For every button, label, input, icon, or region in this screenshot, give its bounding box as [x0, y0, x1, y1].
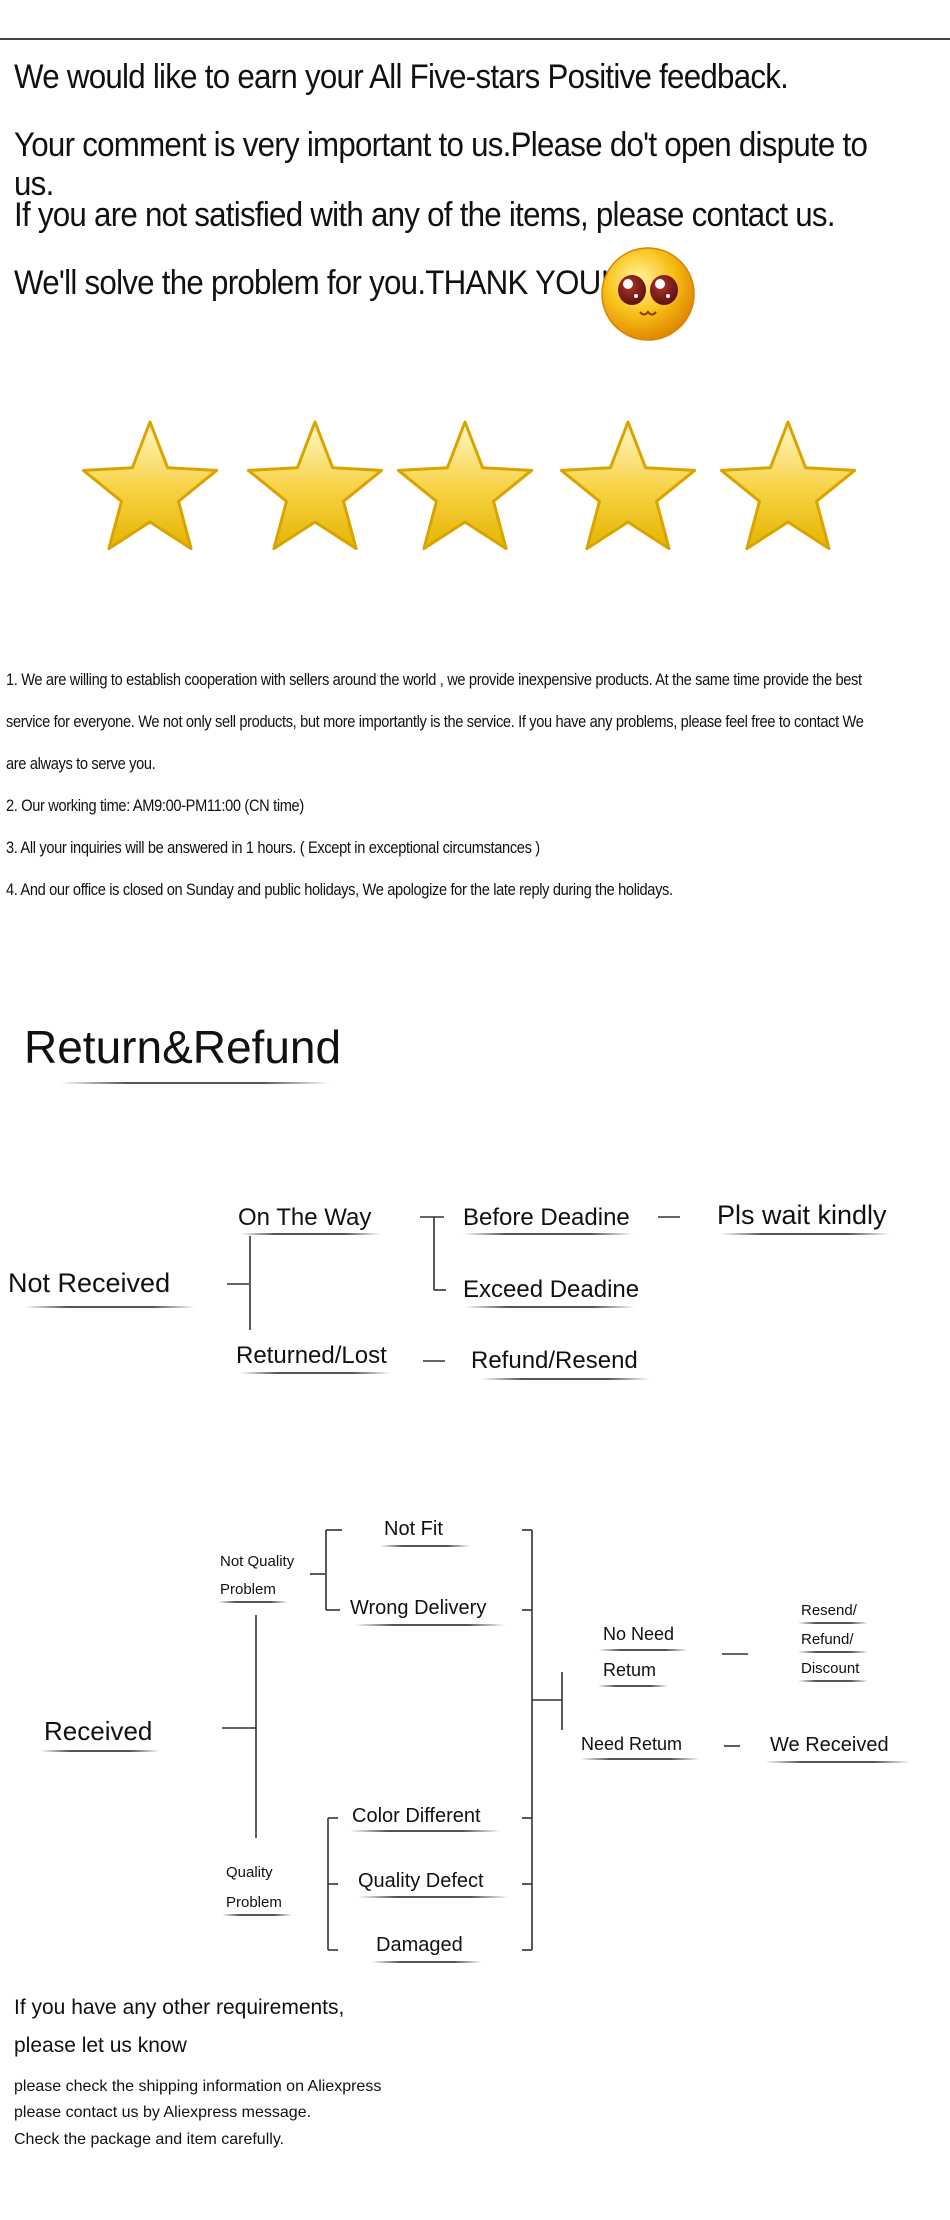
intro-line-1: We would like to earn your All Five-star…: [14, 58, 789, 96]
node-quality-problem-1: Quality: [226, 1864, 273, 1881]
intro-line-4: We'll solve the problem for you.THANK YO…: [14, 264, 609, 302]
node-need-return: Need Retum: [581, 1734, 683, 1754]
underline: [350, 1830, 500, 1832]
node-refund-resend: Refund/Resend: [471, 1347, 638, 1374]
node-returned-lost: Returned/Lost: [236, 1342, 387, 1369]
intro-line-3: If you are not satisfied with any of the…: [14, 196, 836, 234]
underline: [240, 1233, 380, 1235]
star-icon: [396, 420, 534, 551]
node-refund: Refund/: [801, 1631, 854, 1648]
underline: [465, 1306, 635, 1308]
underline: [25, 1306, 195, 1308]
underline: [355, 1624, 505, 1626]
underline: [798, 1651, 868, 1653]
underline: [358, 1896, 508, 1898]
info-line-3: are always to serve you.: [6, 754, 156, 773]
node-we-received: We Received: [770, 1734, 889, 1756]
star-icon: [246, 420, 384, 551]
top-divider: [0, 38, 950, 40]
node-not-quality-problem-2: Problem: [220, 1581, 276, 1598]
node-not-received: Not Received: [8, 1268, 171, 1298]
node-exceed-deadline: Exceed Deadine: [463, 1276, 640, 1303]
node-no-need-return-2: Retum: [603, 1660, 657, 1680]
node-resend: Resend/: [801, 1602, 857, 1619]
star-icon: [559, 420, 697, 551]
node-pls-wait-kindly: Pls wait kindly: [717, 1200, 887, 1230]
node-no-need-return-1: No Need: [603, 1624, 675, 1644]
underline: [240, 1372, 390, 1374]
node-not-fit: Not Fit: [384, 1518, 443, 1540]
five-star-rating: [81, 420, 857, 551]
underline: [380, 1545, 470, 1547]
underline: [798, 1622, 868, 1624]
info-line-5: 3. All your inquiries will be answered i…: [6, 838, 540, 857]
underline: [222, 1914, 292, 1916]
node-wrong-delivery: Wrong Delivery: [350, 1597, 487, 1619]
node-damaged: Damaged: [376, 1934, 463, 1956]
underline: [372, 1961, 482, 1963]
underline: [765, 1761, 910, 1763]
underline: [463, 1233, 633, 1235]
return-refund-title: Return&Refund: [24, 1021, 342, 1073]
info-line-2: service for everyone. We not only sell p…: [6, 712, 864, 731]
info-line-4: 2. Our working time: AM9:00-PM11:00 (CN …: [6, 796, 304, 815]
node-quality-defect: Quality Defect: [358, 1870, 484, 1892]
node-received: Received: [44, 1716, 153, 1746]
underline: [798, 1680, 868, 1682]
node-discount: Discount: [801, 1660, 860, 1677]
blushing-smiley-icon: [601, 247, 695, 341]
underline: [720, 1233, 890, 1235]
underline: [40, 1750, 160, 1752]
underline: [598, 1685, 668, 1687]
underline: [218, 1601, 288, 1603]
node-before-deadline: Before Deadine: [463, 1204, 630, 1231]
underline: [598, 1649, 688, 1651]
footer-line-1: If you have any other requirements,: [14, 1996, 345, 2019]
intro-line-2: Your comment is very important to us.Ple…: [14, 126, 868, 203]
footer-line-3: please check the shipping information on…: [14, 2078, 382, 2095]
node-color-different: Color Different: [352, 1805, 481, 1827]
underline: [580, 1758, 700, 1760]
node-not-quality-problem-1: Not Quality: [220, 1553, 295, 1570]
title-underline: [60, 1082, 330, 1084]
info-line-1: 1. We are willing to establish cooperati…: [6, 670, 862, 689]
info-line-6: 4. And our office is closed on Sunday an…: [6, 880, 673, 899]
underline: [480, 1378, 650, 1380]
node-on-the-way: On The Way: [238, 1204, 372, 1231]
footer-line-2: please let us know: [14, 2034, 187, 2057]
footer-line-5: Check the package and item carefully.: [14, 2131, 285, 2148]
star-icon: [81, 420, 219, 551]
star-icon: [719, 420, 857, 551]
node-quality-problem-2: Problem: [226, 1894, 282, 1911]
footer-line-4: please contact us by Aliexpress message.: [14, 2104, 312, 2121]
